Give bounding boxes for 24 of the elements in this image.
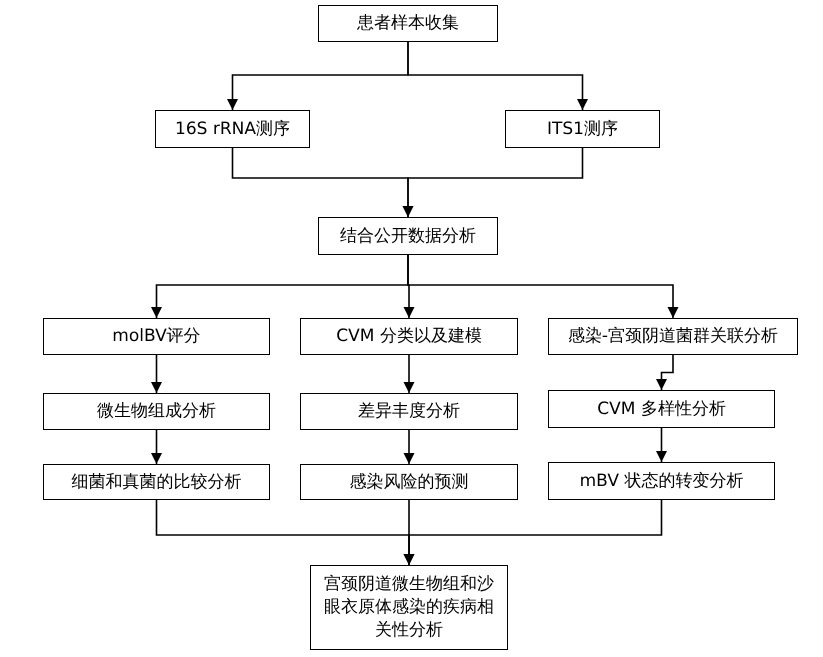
process-box: 细菌和真菌的比较分析 — [43, 464, 270, 500]
process-box: 宫颈阴道微生物组和沙眼衣原体感染的疾病相关性分析 — [310, 565, 508, 650]
arrow — [407, 42, 588, 110]
arrow — [150, 355, 162, 393]
process-box: CVM 分类以及建模 — [300, 318, 518, 355]
arrow — [656, 355, 674, 390]
process-box: 16S rRNA测序 — [155, 110, 310, 148]
process-box: 差异丰度分析 — [300, 393, 518, 430]
arrow — [403, 355, 415, 393]
process-box: CVM 多样性分析 — [548, 390, 775, 428]
process-box: molBV评分 — [43, 318, 270, 355]
process-box: 感染风险的预测 — [300, 464, 518, 500]
process-box: 患者样本收集 — [318, 5, 498, 42]
arrow — [656, 428, 668, 462]
arrow — [150, 430, 162, 464]
process-box: mBV 状态的转变分析 — [548, 462, 775, 500]
arrow — [403, 500, 662, 565]
process-box: 结合公开数据分析 — [318, 217, 498, 255]
process-box: 微生物组成分析 — [43, 393, 270, 430]
arrow — [407, 255, 679, 318]
arrow — [403, 430, 415, 464]
arrow — [402, 148, 584, 217]
process-box: 感染-宫颈阴道菌群关联分析 — [548, 318, 798, 355]
process-box: ITS1测序 — [505, 110, 660, 148]
